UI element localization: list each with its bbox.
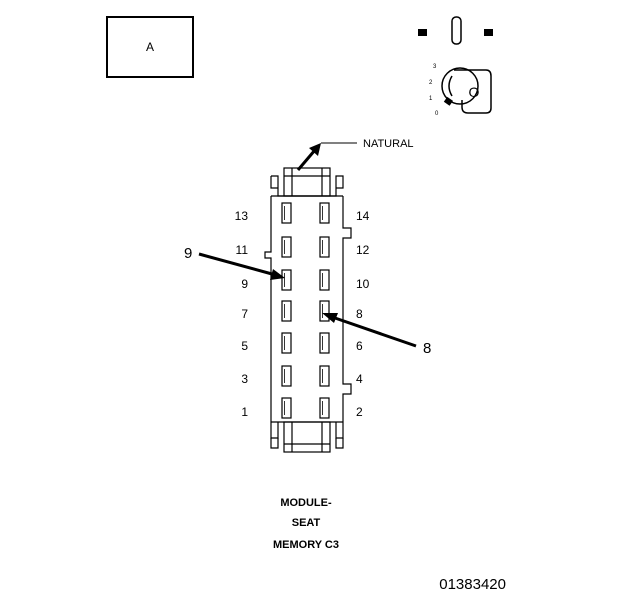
cavity <box>281 365 292 387</box>
title-line-2: SEAT <box>292 517 321 529</box>
pin-label: 7 <box>241 307 248 321</box>
cavity <box>281 269 292 291</box>
cavity <box>319 332 330 354</box>
pin-label: 12 <box>356 243 370 257</box>
cavity <box>319 236 330 258</box>
title-line-3: MEMORY C3 <box>273 539 339 551</box>
callout-arrow-8 <box>322 313 417 348</box>
title-line-1: MODULE- <box>280 497 332 509</box>
pin-label: 6 <box>356 339 363 353</box>
cavity <box>319 300 330 322</box>
cavity <box>281 332 292 354</box>
connector-body <box>264 167 352 453</box>
view-box-label: A <box>146 40 154 54</box>
pin-label: 9 <box>241 277 248 291</box>
pin-label: 4 <box>356 372 363 386</box>
key-position-3: 3 <box>433 64 437 70</box>
pin-labels-right: 14 12 10 8 6 4 2 <box>356 209 370 419</box>
key-position-1: 1 <box>429 96 433 102</box>
pin-label: 3 <box>241 372 248 386</box>
cavity <box>281 202 292 224</box>
pin-label: 11 <box>236 243 249 257</box>
view-box <box>106 16 194 78</box>
pin-label: 5 <box>241 339 248 353</box>
key-letter: O <box>469 84 480 100</box>
cavity <box>281 236 292 258</box>
color-arrowhead <box>309 143 321 156</box>
cavity <box>319 269 330 291</box>
pin-label: 10 <box>356 277 370 291</box>
pin-label: 1 <box>241 405 248 419</box>
pin-label: 13 <box>235 209 249 223</box>
cavity <box>319 397 330 419</box>
pin-label: 8 <box>356 307 363 321</box>
cavity <box>319 365 330 387</box>
color-label: NATURAL <box>363 138 414 150</box>
key-position-2: 2 <box>429 80 433 86</box>
pin-labels-left: 13 11 9 7 5 3 1 <box>235 209 249 419</box>
key-position-0: 0 <box>435 111 439 117</box>
connector-cavities <box>281 202 330 419</box>
cavity <box>281 397 292 419</box>
key-orientation-icon <box>418 16 493 114</box>
callout-label-8: 8 <box>423 340 431 357</box>
pin-label: 2 <box>356 405 363 419</box>
cavity <box>281 300 292 322</box>
cavity <box>319 202 330 224</box>
pin-label: 14 <box>356 209 370 223</box>
figure-number: 01383420 <box>439 576 506 593</box>
callout-arrow-9 <box>198 252 285 280</box>
color-arrow-shaft <box>296 149 317 171</box>
callout-label-9: 9 <box>184 245 192 262</box>
